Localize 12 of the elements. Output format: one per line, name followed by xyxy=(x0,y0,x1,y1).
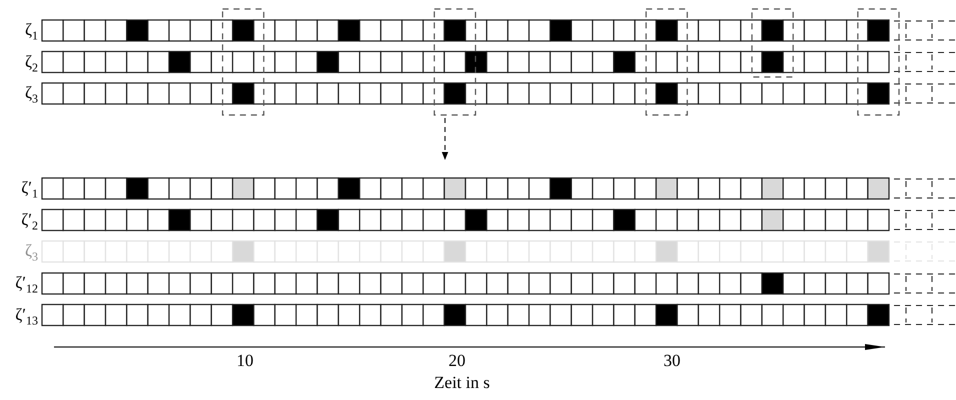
row-label: ζ$_{2}$ xyxy=(24,52,38,73)
tick-label: 10 xyxy=(236,352,254,369)
tick-label: 20 xyxy=(448,352,466,369)
axis-title: Zeit in s xyxy=(434,374,490,391)
row-label: ζ′$_{1}$ xyxy=(21,179,38,200)
row-label: ζ′$_{12}$ xyxy=(15,274,38,294)
row-label: ζ$_{3}$ xyxy=(24,242,38,262)
row-label: ζ$_{3}$ xyxy=(24,84,38,104)
row-label: ζ′$_{13}$ xyxy=(15,306,38,326)
row-label: ζ$_{1}$ xyxy=(24,21,38,42)
row-label: ζ′$_{2}$ xyxy=(21,210,38,231)
tick-label: 30 xyxy=(664,352,680,369)
